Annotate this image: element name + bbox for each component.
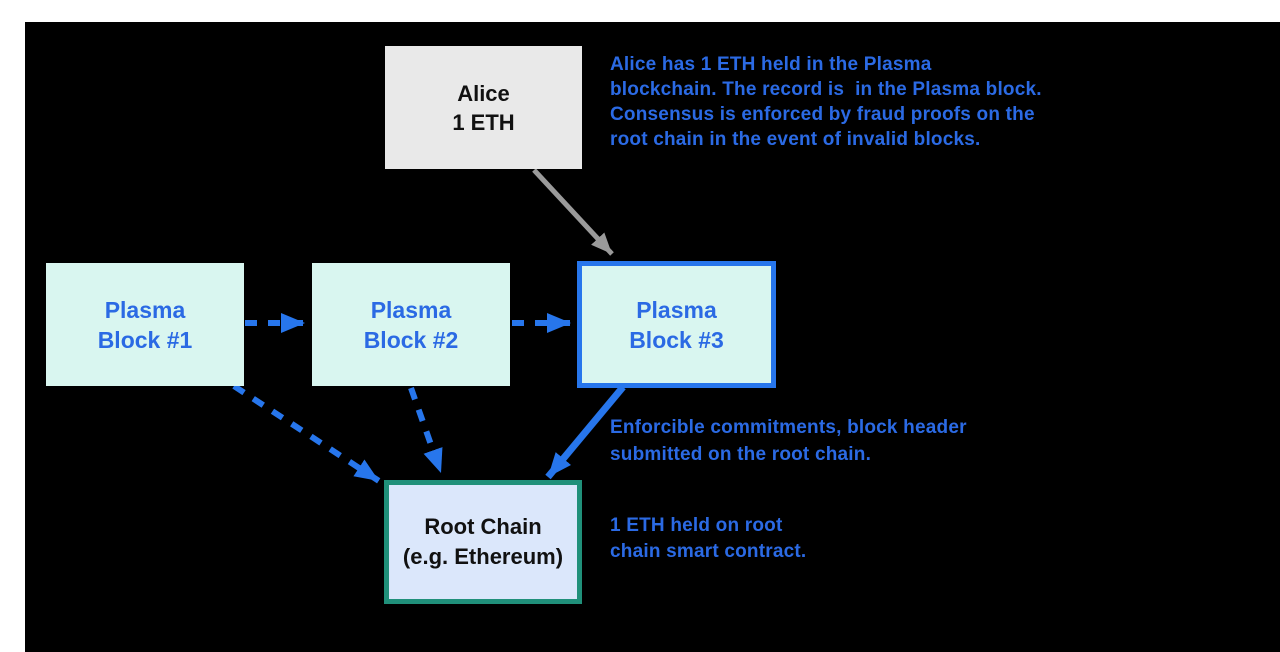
- root-chain-box: Root Chain (e.g. Ethereum): [384, 480, 582, 604]
- plasma-block-1-box: Plasma Block #1: [46, 263, 244, 386]
- alice-note-text: Alice has 1 ETH held in the Plasma block…: [610, 54, 1042, 150]
- alice-box: Alice 1 ETH: [385, 46, 582, 169]
- plasma-block-3-box: Plasma Block #3: [577, 261, 776, 388]
- commitments-note-text: Enforcible commitments, block header sub…: [610, 417, 967, 465]
- eth-held-note-text: 1 ETH held on root chain smart contract.: [610, 515, 807, 562]
- plasma-block-2-box: Plasma Block #2: [312, 263, 510, 386]
